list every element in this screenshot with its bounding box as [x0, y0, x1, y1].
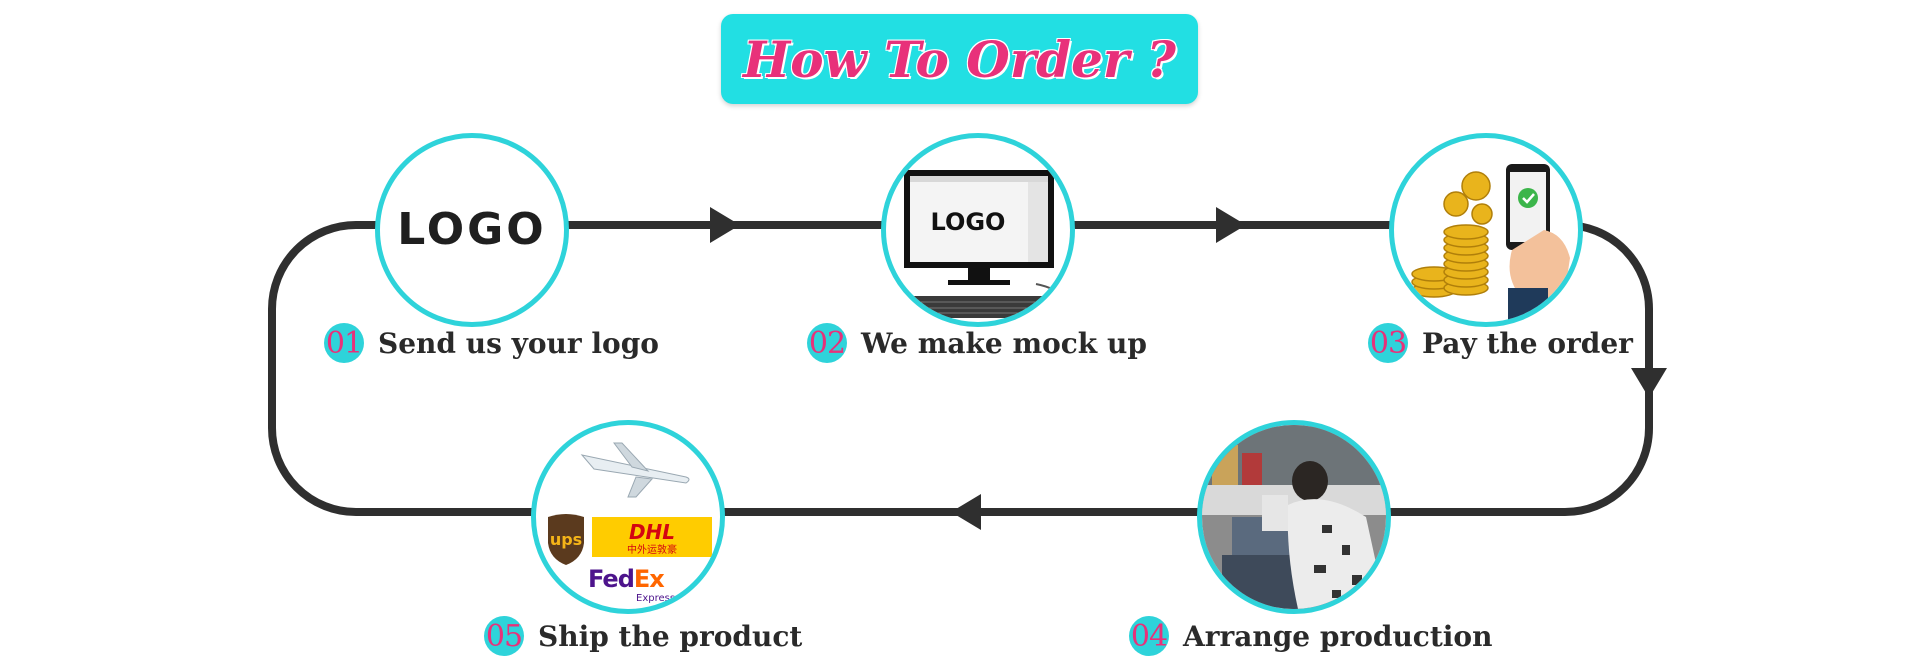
step-text: Send us your logo — [378, 327, 659, 360]
step-5-label: 05 Ship the product — [484, 616, 802, 656]
fedex-logo: FedEx Express — [588, 565, 675, 604]
arrow-right-icon — [1216, 207, 1246, 243]
step-number: 01 — [324, 323, 364, 363]
computer-monitor-icon: LOGO — [886, 138, 1070, 322]
svg-text:中外运敦豪: 中外运敦豪 — [627, 543, 677, 556]
ups-logo: ups — [548, 514, 584, 565]
coins-phone-icon — [1394, 138, 1578, 322]
step-1-image: LOGO — [375, 133, 569, 327]
step-1-label: 01 Send us your logo — [324, 323, 659, 363]
svg-text:FedEx: FedEx — [588, 565, 665, 593]
step-number: 04 — [1129, 616, 1169, 656]
step-2-label: 02 We make mock up — [807, 323, 1147, 363]
sewing-worker-photo — [1202, 425, 1386, 609]
step-text: Ship the product — [538, 620, 802, 653]
step-3-label: 03 Pay the order — [1368, 323, 1633, 363]
mockup-logo-text: LOGO — [931, 208, 1006, 236]
arrow-down-icon — [1631, 368, 1667, 398]
svg-text:ups: ups — [550, 530, 582, 549]
airplane-icon — [582, 443, 689, 497]
step-number: 02 — [807, 323, 847, 363]
svg-text:DHL: DHL — [629, 520, 675, 544]
dhl-logo: DHL 中外运敦豪 — [592, 517, 712, 557]
step-number: 03 — [1368, 323, 1408, 363]
arrow-right-icon — [710, 207, 740, 243]
logo-text: LOGO — [397, 204, 546, 255]
step-text: We make mock up — [861, 327, 1147, 360]
step-4-label: 04 Arrange production — [1129, 616, 1492, 656]
svg-text:Express: Express — [636, 593, 675, 604]
arrow-left-icon — [951, 494, 981, 530]
step-5-image: ups DHL 中外运敦豪 FedEx Express — [531, 420, 725, 614]
step-2-image: LOGO — [881, 133, 1075, 327]
step-number: 05 — [484, 616, 524, 656]
step-3-image — [1389, 133, 1583, 327]
step-text: Pay the order — [1422, 327, 1633, 360]
step-text: Arrange production — [1183, 620, 1492, 653]
step-4-image — [1197, 420, 1391, 614]
